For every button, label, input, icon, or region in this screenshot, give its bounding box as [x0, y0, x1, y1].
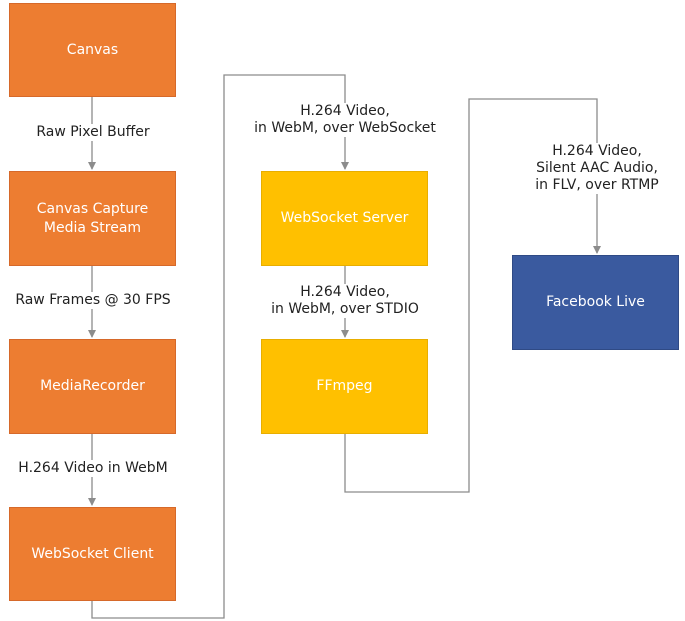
node-facebook-live: Facebook Live — [512, 255, 679, 350]
node-websocket-client: WebSocket Client — [9, 507, 176, 601]
node-canvas-capture-media-stream: Canvas Capture Media Stream — [9, 171, 176, 266]
label-websocket-transport: H.264 Video, in WebM, over WebSocket — [240, 103, 450, 137]
label-rtmp-transport: H.264 Video, Silent AAC Audio, in FLV, o… — [510, 143, 684, 194]
label-stdio-transport: H.264 Video, in WebM, over STDIO — [250, 284, 440, 318]
node-ffmpeg: FFmpeg — [261, 339, 428, 434]
label-raw-frames: Raw Frames @ 30 FPS — [2, 292, 184, 309]
label-h264-webm: H.264 Video in WebM — [4, 460, 182, 477]
node-media-recorder: MediaRecorder — [9, 339, 176, 434]
node-websocket-server: WebSocket Server — [261, 171, 428, 266]
connector-ffmpeg-to-facebook — [344, 98, 601, 493]
connector-client-to-server — [91, 74, 349, 619]
label-raw-pixel-buffer: Raw Pixel Buffer — [22, 124, 164, 141]
node-canvas: Canvas — [9, 3, 176, 97]
